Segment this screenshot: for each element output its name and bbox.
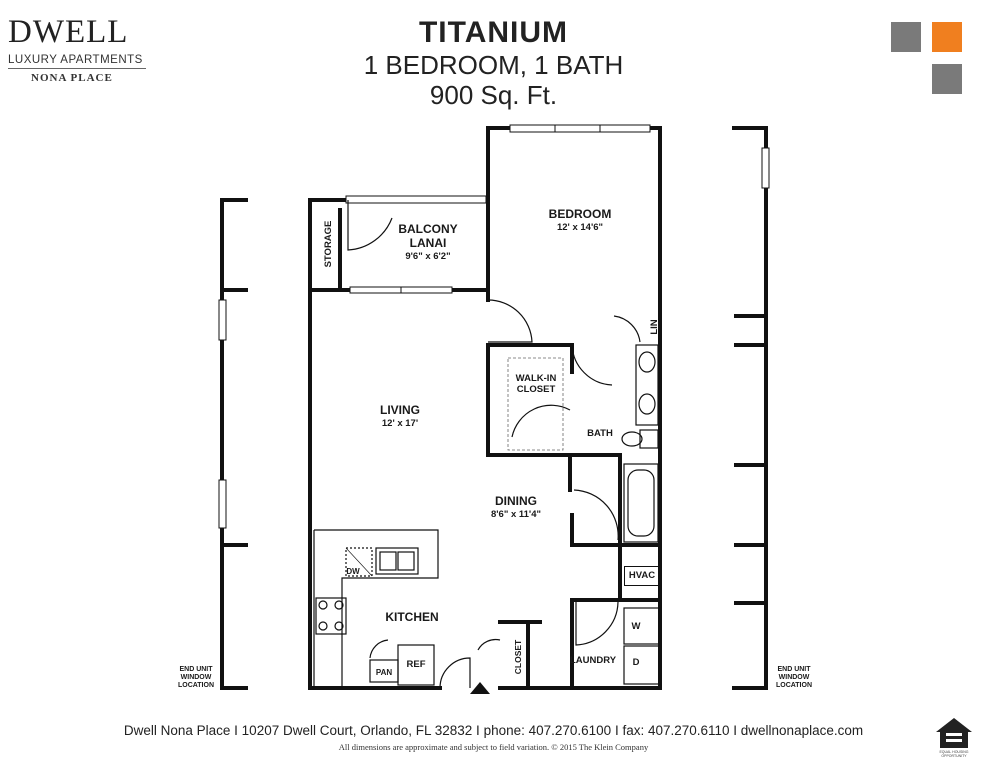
walkin-closet-label: WALK-IN CLOSET: [515, 373, 557, 395]
pantry-label: PAN: [375, 668, 393, 677]
decor-square-gray: [891, 22, 921, 52]
kitchen-label: KITCHEN: [385, 610, 439, 624]
brand-tagline: LUXURY APARTMENTS: [8, 54, 143, 66]
linen-label: LIN: [649, 319, 660, 335]
entry-closet-label: CLOSET: [513, 639, 523, 675]
entry-arrow-icon: [470, 682, 490, 694]
storage-label: STORAGE: [323, 220, 334, 268]
bath-label: BATH: [587, 428, 613, 439]
decor-square-orange: [932, 22, 962, 52]
laundry-label: LAUNDRY: [569, 655, 617, 666]
kitchen-fixtures: [313, 529, 439, 688]
washer-label: W: [631, 621, 641, 632]
plan-windows: [218, 124, 770, 529]
walkin-closet-outline: [507, 357, 564, 451]
brand-logo: DWELL: [8, 14, 129, 50]
balcony-label: BALCONY LANAI 9'6" x 6'2": [398, 222, 458, 262]
bedroom-label: BEDROOM 12' x 14'6": [548, 207, 612, 233]
plan-doors: [347, 200, 641, 689]
end-unit-note-right: END UNIT WINDOW LOCATION: [775, 666, 813, 689]
plan-layout: 1 BEDROOM, 1 BATH: [363, 50, 624, 80]
brand-location: NONA PLACE: [31, 72, 113, 84]
dishwasher-label: DW: [346, 567, 360, 576]
hvac-label: HVAC: [624, 566, 660, 586]
plan-name: TITANIUM: [418, 16, 569, 49]
end-unit-note-left: END UNIT WINDOW LOCATION: [177, 666, 215, 689]
plan-area: 900 Sq. Ft.: [429, 80, 558, 110]
dryer-label: D: [632, 657, 640, 668]
equal-housing-icon: [936, 718, 972, 748]
living-label: LIVING 12' x 17': [379, 403, 420, 429]
logo-divider: [8, 68, 146, 69]
footer-disclaimer: All dimensions are approximate and subje…: [338, 742, 649, 752]
dining-label: DINING 8'6" x 11'4": [491, 494, 541, 520]
decor-square-gray-2: [932, 64, 962, 94]
refrigerator-label: REF: [406, 659, 426, 670]
equal-housing-text: EQUAL HOUSING OPPORTUNITY: [939, 750, 969, 758]
plan-walls: [220, 126, 768, 690]
bath-fixtures: [621, 344, 661, 685]
footer-contact: Dwell Nona Place I 10207 Dwell Court, Or…: [123, 723, 864, 738]
